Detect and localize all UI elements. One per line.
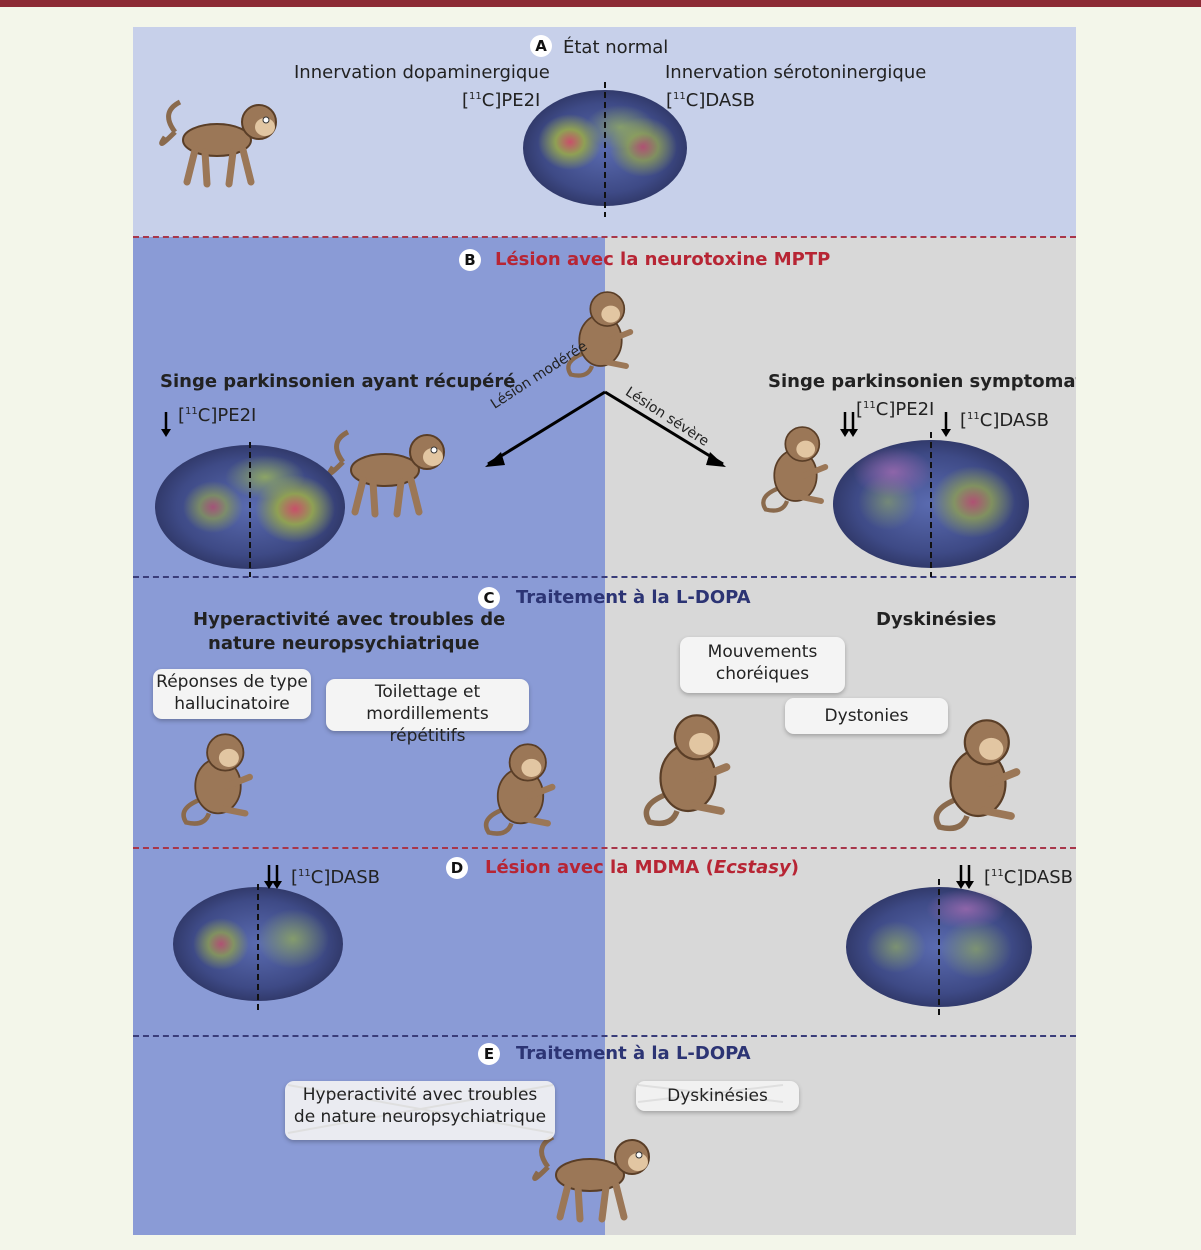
monkey-symptomatic-icon xyxy=(763,427,825,511)
panel-d-letter: D xyxy=(446,857,468,879)
bubble-choreic-line1: Mouvements xyxy=(707,642,818,662)
panel-c-left-title-2: nature neuropsychiatrique xyxy=(208,633,480,654)
separator-c-d xyxy=(133,847,1076,849)
panel-c-left-title-1: Hyperactivité avec troubles de xyxy=(193,609,506,630)
separator-b-c xyxy=(133,576,1076,578)
top-accent-bar xyxy=(0,0,1201,7)
bubble-crossed-line2: de nature neuropsychiatrique xyxy=(293,1107,547,1127)
panel-a-title: État normal xyxy=(563,37,669,58)
panel-b-title: Lésion avec la neurotoxine MPTP xyxy=(495,249,831,270)
panel-b-letter: B xyxy=(459,249,481,271)
panel-c-title: Traitement à la L-DOPA xyxy=(516,587,751,608)
figure-frame: A État normal Innervation dopaminergique… xyxy=(133,27,1076,1235)
monkey-pointing-icon xyxy=(184,734,250,823)
double-down-arrow-d-left-icon xyxy=(264,865,282,889)
panel-d-title: Lésion avec la MDMA (Ecstasy) xyxy=(485,857,799,878)
panel-e-letter: E xyxy=(478,1043,500,1065)
speech-bubble-hallucinatory: Réponses de type hallucinatoire xyxy=(153,669,311,719)
panel-d-right-tracer: [11C]DASB xyxy=(984,867,1073,888)
bubble-crossed-dyskinesia-text: Dyskinésies xyxy=(667,1086,768,1106)
monkey-walking-icon xyxy=(162,102,276,184)
panel-b-right-tracer-2: [11C]DASB xyxy=(960,410,1049,431)
bubble-crossed-line1: Hyperactivité avec troubles xyxy=(302,1085,538,1105)
panel-d-title-prefix: Lésion avec la MDMA ( xyxy=(485,857,714,878)
panel-e-title: Traitement à la L-DOPA xyxy=(516,1043,751,1064)
brain-scan-d-right xyxy=(846,879,1032,1019)
panel-a-left-label: Innervation dopaminergique xyxy=(294,62,550,83)
panel-c-right-title: Dyskinésies xyxy=(876,609,997,630)
monkey-dancing-icon xyxy=(646,715,726,823)
brain-scan-a xyxy=(523,82,687,217)
panel-d-left-tracer: [11C]DASB xyxy=(291,867,380,888)
panel-a-left-tracer: [11C]PE2I xyxy=(462,90,541,111)
bubble-hallucinatory-line2: hallucinatoire xyxy=(174,694,290,714)
monkey-walking-treated-icon xyxy=(535,1137,649,1219)
double-down-arrow-b-right-icon xyxy=(840,412,858,437)
separator-a-b xyxy=(133,236,1076,238)
bubble-grooming-line2: mordillements répétitifs xyxy=(366,704,489,746)
panel-b-right-tracer-1: [11C]PE2I xyxy=(856,399,935,420)
panel-b-right-title: Singe parkinsonien symptomatique xyxy=(768,371,1076,392)
speech-bubble-dystonia: Dystonies xyxy=(785,698,948,734)
bubble-dystonia-text: Dystonies xyxy=(824,706,909,726)
panel-c-letter: C xyxy=(478,587,500,609)
monkey-walking-recovered-icon xyxy=(330,432,444,514)
monkey-grooming-icon xyxy=(486,744,552,833)
brain-scan-d-left xyxy=(173,884,343,1014)
speech-bubble-crossed-hyperactivity: Hyperactivité avec troubles de nature ne… xyxy=(285,1081,555,1140)
down-arrow-b-right2-icon xyxy=(941,412,951,437)
panel-d-title-suffix: ) xyxy=(790,857,799,878)
bubble-hallucinatory-line1: Réponses de type xyxy=(156,672,308,692)
speech-bubble-choreic: Mouvements choréiques xyxy=(680,637,845,693)
monkey-dystonic-icon xyxy=(936,720,1016,828)
brain-scan-b-left xyxy=(155,442,345,577)
down-arrow-b-left-icon xyxy=(161,412,171,437)
brain-scan-b-right xyxy=(833,432,1029,577)
panel-d-title-italic: Ecstasy xyxy=(713,857,791,878)
panel-b-left-title: Singe parkinsonien ayant récupéré xyxy=(160,371,516,392)
panel-a-right-tracer: [11C]DASB xyxy=(666,90,755,111)
left-column-background xyxy=(133,237,605,1235)
panel-a-right-label: Innervation sérotoninergique xyxy=(665,62,927,83)
double-down-arrow-d-right-icon xyxy=(956,865,974,889)
bubble-grooming-line1: Toilettage et xyxy=(374,682,481,702)
speech-bubble-grooming: Toilettage et mordillements répétitifs xyxy=(326,679,529,746)
separator-d-e xyxy=(133,1035,1076,1037)
monkey-crouching-icon xyxy=(568,292,630,376)
panel-b-left-tracer: [11C]PE2I xyxy=(178,405,257,426)
illustration-layer xyxy=(155,82,1032,1235)
speech-bubble-crossed-dyskinesia: Dyskinésies xyxy=(636,1081,799,1111)
bubble-choreic-line2: choréiques xyxy=(715,664,810,684)
panel-a-letter: A xyxy=(530,35,552,57)
